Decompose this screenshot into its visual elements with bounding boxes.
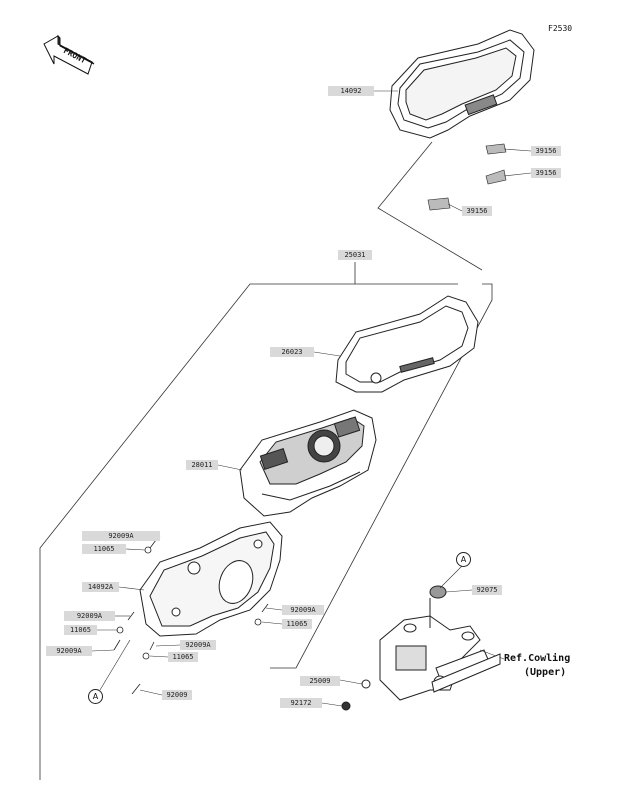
meter-bracket — [341, 585, 491, 711]
part-label-14092[interactable]: 14092 — [328, 86, 374, 96]
fasteners — [113, 539, 269, 695]
part-label-11065-3[interactable]: 11065 — [282, 619, 312, 629]
part-label-92009A-5[interactable]: 92009A — [180, 640, 216, 650]
front-arrow-icon — [43, 34, 95, 75]
part-label-14092A[interactable]: 14092A — [82, 582, 119, 592]
callout-a-left: A — [88, 689, 103, 704]
part-label-92009A-1[interactable]: 92009A — [82, 531, 160, 541]
meter-cover-top — [389, 29, 535, 139]
reference-cowling-line2[interactable]: (Upper) — [524, 667, 567, 678]
part-label-28011[interactable]: 28011 — [186, 460, 218, 470]
part-label-11065-4[interactable]: 11065 — [168, 652, 198, 662]
part-label-92009A-4[interactable]: 92009A — [46, 646, 92, 656]
part-label-25009[interactable]: 25009 — [300, 676, 340, 686]
cowling-stay — [431, 653, 501, 693]
part-label-92075[interactable]: 92075 — [472, 585, 502, 595]
figure-code: F2530 — [548, 24, 573, 33]
part-label-92009[interactable]: 92009 — [162, 690, 192, 700]
assembly-bracket — [39, 141, 493, 780]
meter-bezel — [335, 295, 479, 393]
leader-lines — [91, 90, 532, 707]
meter-unit — [239, 409, 377, 517]
meter-lower-case — [139, 521, 283, 637]
part-label-11065-1[interactable]: 11065 — [82, 544, 126, 554]
part-label-92009A-2[interactable]: 92009A — [64, 611, 115, 621]
part-label-25031[interactable]: 25031 — [338, 250, 372, 260]
callout-a-right: A — [456, 552, 471, 567]
part-label-39156-3[interactable]: 39156 — [462, 206, 492, 216]
reference-cowling-line1[interactable]: Ref.Cowling — [504, 653, 571, 664]
part-label-11065-2[interactable]: 11065 — [64, 625, 97, 635]
part-label-39156-1[interactable]: 39156 — [531, 146, 561, 156]
part-label-92172[interactable]: 92172 — [280, 698, 322, 708]
part-label-26023[interactable]: 26023 — [270, 347, 314, 357]
part-label-39156-2[interactable]: 39156 — [531, 168, 561, 178]
sticker-parts — [427, 143, 507, 211]
part-label-92009A-3[interactable]: 92009A — [282, 605, 324, 615]
